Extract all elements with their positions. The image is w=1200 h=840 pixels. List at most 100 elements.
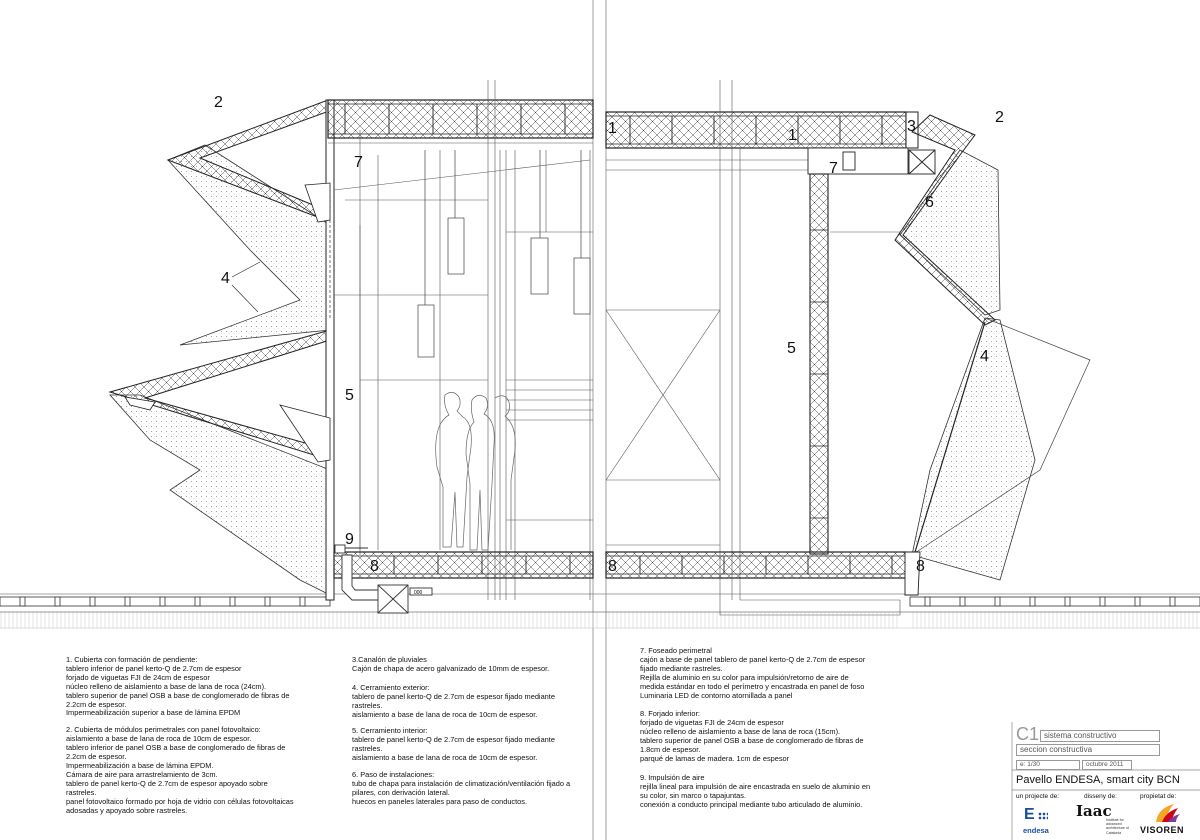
left-section: 000 2 7 4 5 9 8 <box>108 80 594 614</box>
ground-band <box>0 611 1200 629</box>
iaac-wordmark: Iaac <box>1076 802 1112 820</box>
note-6-title: 6. Paso de instalaciones: <box>352 770 435 780</box>
callout-right-7: 7 <box>829 160 838 177</box>
callout-right-6: 6 <box>925 194 934 211</box>
note-9-body: rejilla lineal para impulsión de aire en… <box>640 781 871 809</box>
note-8-title: 8. Forjado inferior: <box>640 709 700 719</box>
project-by-label: un projecte de: <box>1016 793 1060 800</box>
left-inner-wall <box>325 99 335 601</box>
notes-column-1: 1. Cubierta con formación de pendiente: … <box>66 655 326 823</box>
sheet-code: C1 <box>1016 724 1040 744</box>
note-4-body: tablero de panel kerto-Q de 2.7cm de esp… <box>352 691 555 719</box>
note-7-body: cajón a base de panel tablero de panel k… <box>640 654 866 700</box>
right-facade-module-lower <box>911 317 1036 581</box>
section-label: seccion constructiva <box>1016 744 1160 756</box>
iaac-logo: Iaac Institute for advanced architecture… <box>1076 802 1132 838</box>
endesa-wordmark: endesa <box>1023 826 1049 835</box>
notes-column-2: 3.Canalón de pluviales Cajón de chapa de… <box>352 655 582 815</box>
ground-pier <box>159 596 166 607</box>
note-3-title: 3.Canalón de pluviales <box>352 655 427 664</box>
title-block-frame <box>1011 722 1200 840</box>
endesa-dots-icon <box>1038 812 1048 820</box>
note-6: 6. Paso de instalaciones: tubo de chapa … <box>352 770 582 807</box>
pendant-lamps-left <box>417 150 591 358</box>
ground-pier <box>229 596 236 607</box>
iaac-subtitle: Institute for advanced architecture of C… <box>1106 818 1129 835</box>
date-label: octubre 2011 <box>1082 760 1132 770</box>
system-label: sistema constructivo <box>1040 730 1160 742</box>
note-7-title: 7. Foseado perimetral <box>640 646 712 655</box>
callout-right-2: 2 <box>995 109 1004 126</box>
note-4-title: 4. Cerramiento exterior: <box>352 682 430 692</box>
visoren-flame-icon <box>1156 804 1180 822</box>
left-wall-brackets <box>124 182 331 463</box>
note-8-body: forjado de viguetas FJI de 24cm de espes… <box>640 718 864 763</box>
right-roof-fold <box>894 114 996 326</box>
callout-left-4: 4 <box>221 270 230 287</box>
note-1-title: 1. Cubierta con formación de pendiente: <box>66 655 198 664</box>
callout-right-8a: 8 <box>608 558 617 575</box>
callout-right-8b: 8 <box>916 558 925 575</box>
note-3: 3.Canalón de pluviales Cajón de chapa de… <box>352 655 582 674</box>
ground-pier <box>1169 596 1176 607</box>
note-2-body: aislamiento a base de lana de roca de 10… <box>66 734 294 815</box>
ground-pier <box>264 596 271 607</box>
note-2: 2. Cubierta de módulos perimetrales con … <box>66 725 326 815</box>
callout-right-3: 3 <box>907 118 916 135</box>
note-4: 4. Cerramiento exterior: tablero de pane… <box>352 682 582 720</box>
ground-pier <box>124 596 131 607</box>
left-interior-structure <box>333 80 593 600</box>
callout-left-5: 5 <box>345 387 354 404</box>
right-callouts: 1 1 3 2 7 6 5 4 8 8 <box>608 109 1004 575</box>
visoren-logo: VISOREN <box>1136 802 1198 838</box>
ground-pier <box>1064 596 1071 607</box>
ground-pier <box>1099 596 1106 607</box>
note-2-title: 2. Cubierta de módulos perimetrales con … <box>66 725 261 735</box>
note-3-body: Cajón de chapa de acero galvanizado de 1… <box>352 663 550 673</box>
ground-pier <box>54 596 61 607</box>
human-figures <box>435 392 516 551</box>
right-pv-panel-outline <box>911 317 1091 556</box>
left-callouts: 2 7 4 5 9 8 <box>214 94 379 575</box>
callout-right-4: 4 <box>980 348 989 365</box>
note-1-body: tablero inferior de panel kerto-Q de 2.7… <box>66 663 290 718</box>
left-facade-module-upper <box>167 144 331 346</box>
ground-pier <box>959 596 966 607</box>
callout-left-7: 7 <box>354 154 363 171</box>
perimeter-cove <box>807 147 936 175</box>
ground-pier <box>194 596 201 607</box>
note-5-title: 5. Cerramiento interior: <box>352 726 428 736</box>
ground-pier <box>1134 596 1141 607</box>
endesa-mark: E <box>1024 806 1035 823</box>
callout-right-5: 5 <box>787 340 796 357</box>
right-inner-wall <box>809 173 829 555</box>
endesa-logo: E endesa <box>1020 804 1064 838</box>
notes-column-3: 7. Foseado perimetral cajón a base de pa… <box>640 646 880 818</box>
ground-pier <box>924 596 931 607</box>
project-title: Pavello ENDESA, smart city BCN <box>1016 774 1180 786</box>
callout-left-9: 9 <box>345 531 354 548</box>
note-6-body: tubo de chapa para instalación de climat… <box>352 778 571 806</box>
design-by-label: disseny de: <box>1084 793 1117 800</box>
roof-slab-left <box>327 99 594 139</box>
ground-pier <box>994 596 1001 607</box>
note-8: 8. Forjado inferior: forjado de viguetas… <box>640 710 880 763</box>
note-1: 1. Cubierta con formación de pendiente: … <box>66 655 326 718</box>
ground-pier <box>89 596 96 607</box>
duct-label: 000 <box>414 590 423 596</box>
owner-by-label: propietat de: <box>1140 793 1177 800</box>
note-5-body: tablero de panel kerto-Q de 2.7cm de esp… <box>352 735 555 763</box>
ground-pier <box>299 596 306 607</box>
note-5: 5. Cerramiento interior: tablero de pane… <box>352 727 582 763</box>
scale-label: e: 1/30 <box>1016 760 1080 770</box>
callout-right-1b: 1 <box>788 127 797 144</box>
ground-pier <box>1029 596 1036 607</box>
right-interior-structure <box>605 80 900 601</box>
callout-left-8: 8 <box>370 558 379 575</box>
ground-piers <box>0 596 1200 607</box>
supply-air-duct <box>334 544 433 614</box>
title-block: C1 sistema constructivo seccion construc… <box>1012 722 1200 840</box>
callout-left-2: 2 <box>214 94 223 111</box>
callout-right-1a: 1 <box>608 120 617 137</box>
